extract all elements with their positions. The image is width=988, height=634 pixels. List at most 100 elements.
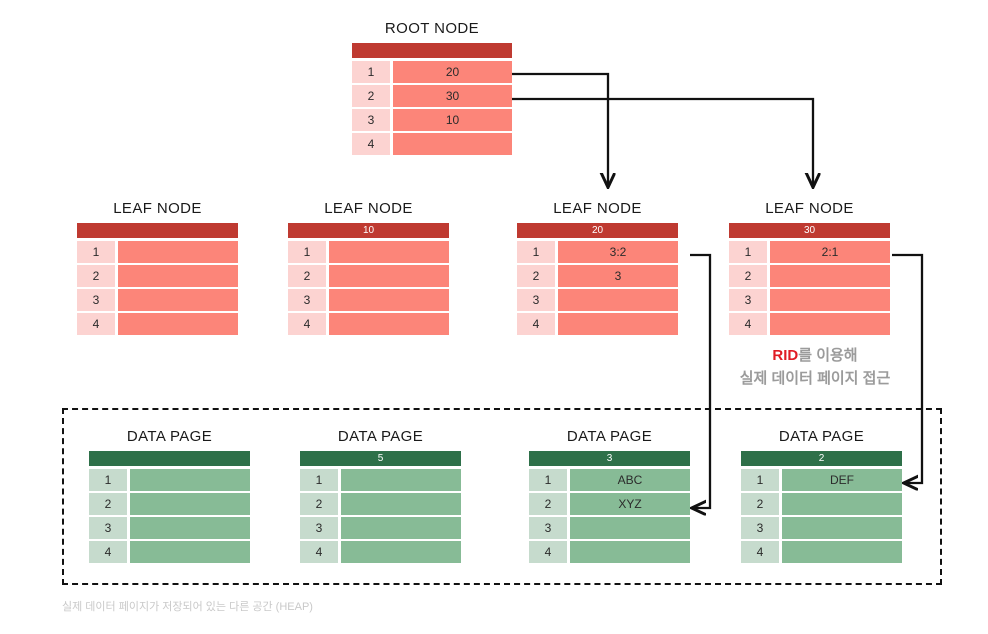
table-row[interactable]: 2 <box>77 265 238 287</box>
row-index: 4 <box>77 313 115 335</box>
row-value <box>558 289 678 311</box>
table-row[interactable]: 3 <box>517 289 678 311</box>
data-page-title: DATA PAGE <box>337 428 424 445</box>
table-row[interactable]: 2 30 <box>352 85 512 107</box>
table-row[interactable]: 4 <box>517 313 678 335</box>
table-row[interactable]: 4 <box>77 313 238 335</box>
row-index: 2 <box>77 265 115 287</box>
row-value: 3 <box>558 265 678 287</box>
row-value: 30 <box>393 85 512 107</box>
row-value <box>118 265 238 287</box>
data-page-title: DATA PAGE <box>126 428 213 445</box>
root-node: ROOT NODE 1 20 2 30 3 10 4 <box>352 20 512 157</box>
table-row[interactable]: 4 <box>529 541 690 563</box>
data-page-header: 2 <box>741 451 902 466</box>
row-index: 2 <box>300 493 338 515</box>
data-page-3: DATA PAGE 3 1 ABC 2 XYZ 3 4 <box>529 428 690 565</box>
row-index: 4 <box>300 541 338 563</box>
table-row[interactable]: 3 <box>288 289 449 311</box>
table-row[interactable]: 2 <box>288 265 449 287</box>
row-value: 3:2 <box>558 241 678 263</box>
table-row[interactable]: 1 20 <box>352 61 512 83</box>
table-row[interactable]: 3 <box>529 517 690 539</box>
table-row[interactable]: 4 <box>741 541 902 563</box>
table-row[interactable]: 4 <box>288 313 449 335</box>
table-row[interactable]: 1 DEF <box>741 469 902 491</box>
row-index: 3 <box>529 517 567 539</box>
table-row[interactable]: 3 <box>77 289 238 311</box>
row-index: 2 <box>517 265 555 287</box>
row-value <box>770 289 890 311</box>
row-value <box>341 541 461 563</box>
table-row[interactable]: 4 <box>89 541 250 563</box>
row-value <box>558 313 678 335</box>
row-index: 1 <box>741 469 779 491</box>
row-index: 2 <box>741 493 779 515</box>
row-index: 4 <box>741 541 779 563</box>
rid-note-line1-rest: 를 이용해 <box>798 347 858 364</box>
data-page-header: 5 <box>300 451 461 466</box>
rid-annotation: RID를 이용해 실제 데이터 페이지 접근 <box>700 344 930 390</box>
leaf-node-3: LEAF NODE 20 1 3:2 2 3 3 4 <box>517 200 678 337</box>
row-index: 4 <box>729 313 767 335</box>
row-index: 3 <box>300 517 338 539</box>
root-node-header <box>352 43 512 58</box>
heap-caption: 실제 데이터 페이지가 저장되어 있는 다른 공간 (HEAP) <box>62 601 313 613</box>
table-row[interactable]: 3 <box>300 517 461 539</box>
row-index: 1 <box>288 241 326 263</box>
table-row[interactable]: 3 10 <box>352 109 512 131</box>
data-page-2: DATA PAGE 5 1 2 3 4 <box>300 428 461 565</box>
table-row[interactable]: 3 <box>89 517 250 539</box>
data-page-1: DATA PAGE 1 2 3 4 <box>89 428 250 565</box>
leaf-node-1: LEAF NODE 1 2 3 4 <box>77 200 238 337</box>
row-value <box>118 313 238 335</box>
row-index: 3 <box>729 289 767 311</box>
row-value <box>130 493 250 515</box>
row-value <box>341 493 461 515</box>
table-row[interactable]: 3 <box>741 517 902 539</box>
row-index: 2 <box>89 493 127 515</box>
row-index: 4 <box>517 313 555 335</box>
row-value <box>341 469 461 491</box>
table-row[interactable]: 2 <box>89 493 250 515</box>
table-row[interactable]: 1 2:1 <box>729 241 890 263</box>
data-page-table: 2 1 DEF 2 3 4 <box>741 451 902 565</box>
table-row[interactable]: 1 <box>300 469 461 491</box>
data-page-header <box>89 451 250 466</box>
table-row[interactable]: 2 <box>729 265 890 287</box>
table-row[interactable]: 1 ABC <box>529 469 690 491</box>
table-row[interactable]: 4 <box>729 313 890 335</box>
row-value <box>329 313 449 335</box>
leaf-node-header <box>77 223 238 238</box>
row-value <box>329 241 449 263</box>
table-row[interactable]: 3 <box>729 289 890 311</box>
row-value <box>118 241 238 263</box>
leaf-node-table: 20 1 3:2 2 3 3 4 <box>517 223 678 337</box>
row-index: 1 <box>729 241 767 263</box>
row-value <box>130 517 250 539</box>
table-row[interactable]: 4 <box>352 133 512 155</box>
table-row[interactable]: 2 3 <box>517 265 678 287</box>
leaf-node-header: 20 <box>517 223 678 238</box>
table-row[interactable]: 4 <box>300 541 461 563</box>
table-row[interactable]: 1 <box>89 469 250 491</box>
row-index: 1 <box>352 61 390 83</box>
leaf-node-2: LEAF NODE 10 1 2 3 4 <box>288 200 449 337</box>
row-value: 20 <box>393 61 512 83</box>
row-value <box>570 541 690 563</box>
table-row[interactable]: 2 <box>741 493 902 515</box>
row-index: 4 <box>352 133 390 155</box>
table-row[interactable]: 1 <box>288 241 449 263</box>
table-row[interactable]: 1 <box>77 241 238 263</box>
table-row[interactable]: 2 <box>300 493 461 515</box>
row-index: 1 <box>89 469 127 491</box>
row-index: 1 <box>517 241 555 263</box>
row-index: 3 <box>288 289 326 311</box>
table-row[interactable]: 2 XYZ <box>529 493 690 515</box>
table-row[interactable]: 1 3:2 <box>517 241 678 263</box>
row-value <box>570 517 690 539</box>
rid-keyword: RID <box>772 347 799 364</box>
row-value <box>782 541 902 563</box>
row-index: 3 <box>517 289 555 311</box>
data-page-title: DATA PAGE <box>566 428 653 445</box>
